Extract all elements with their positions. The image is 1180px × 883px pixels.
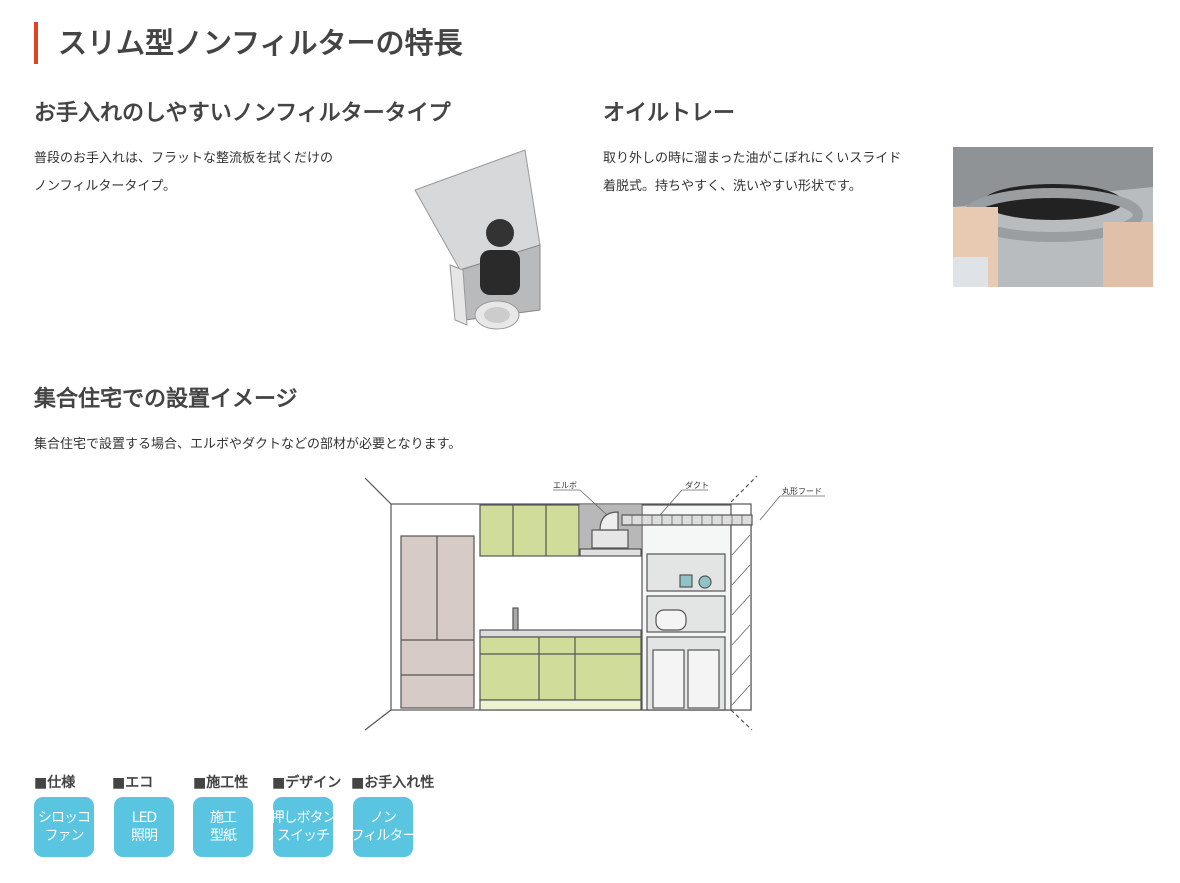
badge-category-construction: ■施工性 bbox=[193, 775, 249, 791]
round-hood-label: 丸形フード bbox=[782, 486, 822, 496]
elbow-label: エルボ bbox=[553, 481, 577, 490]
badge-category-eco: ■エコ bbox=[112, 775, 154, 791]
badge-push-switch: 押しボタンスイッチ bbox=[270, 797, 337, 857]
badge-line: フィルター bbox=[350, 828, 417, 844]
feature-oiltray-text: 取り外しの時に溜まった油がこぼれにくいスライド 着脱式。持ちやすく、洗いやすい形… bbox=[603, 145, 901, 201]
text-line: 着脱式。持ちやすく、洗いやすい形状です。 bbox=[603, 179, 862, 194]
oil-tray-photo bbox=[953, 147, 1153, 287]
feature-nonfilter-text: 普段のお手入れは、フラットな整流板を拭くだけの ノンフィルタータイプ。 bbox=[34, 145, 333, 201]
text-line: ノンフィルタータイプ。 bbox=[34, 179, 176, 194]
badge-line: 型紙 bbox=[210, 828, 237, 844]
badge-line: 押しボタン bbox=[270, 810, 337, 826]
badge-line: ノン bbox=[370, 810, 397, 826]
kitchen-install-diagram: エルボ ダクト 丸形フード bbox=[364, 475, 825, 731]
text-line: 取り外しの時に溜まった油がこぼれにくいスライド bbox=[603, 151, 902, 166]
text-line: 普段のお手入れは、フラットな整流板を拭くだけの bbox=[34, 151, 334, 166]
badge-line: 照明 bbox=[131, 828, 158, 844]
badge-line: シロッコ bbox=[38, 810, 91, 826]
badge-line: LED bbox=[131, 810, 157, 826]
badge-line: ファン bbox=[44, 828, 85, 844]
badge-non-filter: ノンフィルター bbox=[350, 797, 417, 857]
range-hood-product-image bbox=[414, 149, 541, 330]
badge-line: スイッチ bbox=[277, 828, 330, 844]
page-title: スリム型ノンフィルターの特長 bbox=[34, 22, 463, 64]
install-text: 集合住宅で設置する場合、エルボやダクトなどの部材が必要となります。 bbox=[34, 437, 462, 452]
badge-led-light: LED 照明 bbox=[114, 797, 174, 857]
badge-category-maintenance: ■お手入れ性 bbox=[351, 775, 435, 791]
feature-oiltray-heading: オイルトレー bbox=[603, 101, 736, 126]
badge-template: 施工型紙 bbox=[193, 797, 253, 857]
feature-nonfilter-heading: お手入れのしやすいノンフィルタータイプ bbox=[34, 101, 451, 126]
badge-category-design: ■デザイン bbox=[272, 775, 342, 791]
badge-category-spec: ■仕様 bbox=[34, 775, 76, 791]
badge-sirocco-fan: シロッコファン bbox=[34, 797, 94, 857]
duct-label: ダクト bbox=[685, 480, 709, 490]
install-heading: 集合住宅での設置イメージ bbox=[34, 387, 298, 412]
badge-line: 施工 bbox=[210, 810, 237, 826]
